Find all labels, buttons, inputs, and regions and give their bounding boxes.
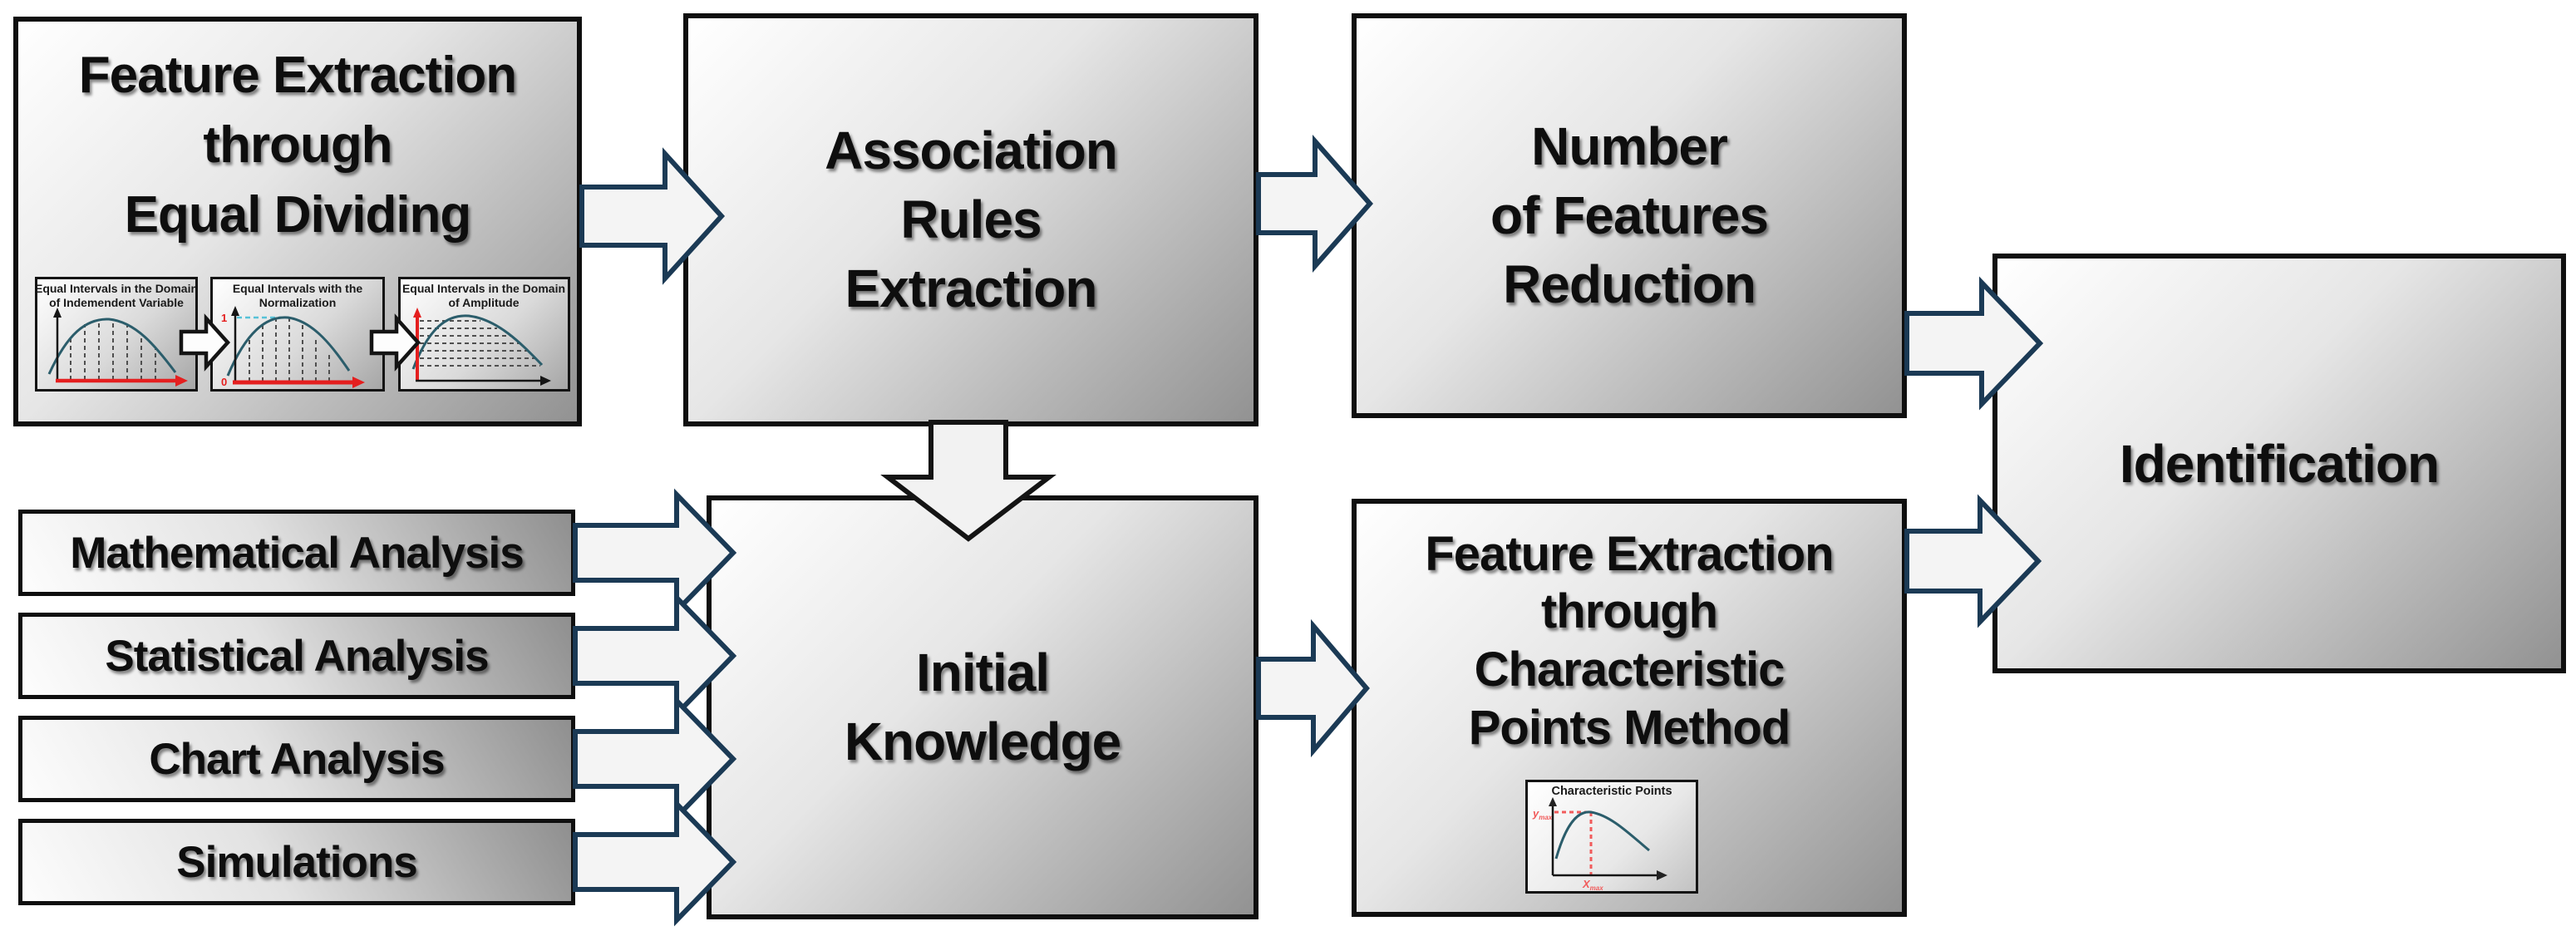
node-simulations (18, 819, 575, 905)
features-reduction-title: Number of Features Reduction (1352, 13, 1907, 418)
y-axis-arrowhead (53, 308, 62, 318)
node-statistical-analysis (18, 613, 575, 699)
x-axis-arrowhead (352, 377, 365, 388)
feature-char-title: Feature Extraction through Characteristi… (1352, 504, 1907, 778)
y-axis-arrowhead (1549, 797, 1557, 806)
title-line: Association (825, 120, 1118, 180)
label-text: Statistical Analysis (105, 631, 489, 681)
mini-chart-equal-intervals-domain: Equal Intervals in the Domain of Indemen… (35, 277, 198, 392)
label-text: Mathematical Analysis (70, 528, 525, 578)
ymax-label: ymax (1532, 807, 1553, 821)
node-association-rules-extraction (683, 13, 1258, 426)
arrow-statistical-to-initial-knowledge (573, 591, 737, 721)
signal-curve (1554, 810, 1650, 860)
y-axis-arrowhead (231, 306, 239, 316)
equal-intervals-domain-chart: Equal Intervals in the Domain of Indemen… (37, 282, 195, 387)
panel-title-line: of Indemendent Variable (49, 296, 184, 309)
arrow-mathematical-to-initial-knowledge (573, 488, 737, 618)
node-mathematical-analysis (18, 510, 575, 596)
node-chart-analysis (18, 716, 575, 802)
panel-title-line: Normalization (259, 296, 337, 309)
arrow-features-reduction-to-identification (1904, 276, 2044, 411)
arrow-association-to-features-reduction (1256, 135, 1373, 273)
feature-equal-title: Feature Extraction through Equal Dividin… (13, 25, 582, 266)
node-number-of-features-reduction (1352, 13, 1907, 418)
title-line: Reduction (1503, 254, 1756, 315)
mini-chart-characteristic-points: Characteristic Points ymax Xmax (1525, 780, 1698, 894)
arrow-initial-knowledge-to-feature-char (1256, 618, 1370, 758)
identification-title: Identification (1992, 254, 2566, 673)
arrow-chart-analysis-to-initial-knowledge (573, 694, 737, 824)
y-axis-one-label: 1 (221, 312, 227, 324)
simulations-label: Simulations (18, 819, 575, 905)
x-axis-arrowhead (175, 375, 188, 387)
title-line: through (1540, 584, 1718, 639)
panel-flow-arrow-2 (369, 313, 421, 372)
title-line: Initial (915, 642, 1050, 702)
title-line: of Features (1490, 185, 1769, 245)
node-identification (1992, 254, 2566, 673)
panel-title-line: Equal Intervals with the (233, 282, 363, 295)
title-line: Knowledge (844, 712, 1121, 771)
title-line: Number (1531, 116, 1728, 176)
arrow-association-to-initial-knowledge (880, 420, 1057, 542)
mathematical-analysis-label: Mathematical Analysis (18, 510, 575, 596)
panel-title: Characteristic Points (1551, 785, 1672, 798)
title-line: Feature Extraction (78, 47, 517, 105)
title-line: Equal Dividing (124, 185, 472, 244)
signal-curve (47, 318, 177, 375)
normalization-chart: Equal Intervals with the Normalization 1… (221, 282, 365, 388)
x-axis-arrowhead (1657, 870, 1667, 880)
title-line: Rules (900, 189, 1042, 249)
arrow-feature-equal-to-association (579, 147, 726, 285)
signal-curve (411, 314, 544, 370)
label-text: Simulations (176, 837, 417, 887)
y-axis-arrowhead (413, 308, 421, 318)
title-line: Characteristic (1474, 643, 1785, 697)
association-title: Association Rules Extraction (683, 13, 1258, 426)
title-line: Extraction (845, 259, 1098, 319)
initial-knowledge-title: Initial Knowledge (707, 495, 1258, 919)
title-line: Identification (2119, 433, 2440, 494)
signal-curve (226, 316, 351, 377)
title-line: through (203, 116, 392, 175)
panel-title-line: of Amplitude (448, 296, 519, 309)
panel-title-line: Equal Intervals in the Domain (37, 282, 195, 295)
x-axis-arrowhead (540, 376, 551, 386)
chart-analysis-label: Chart Analysis (18, 716, 575, 802)
title-line: Feature Extraction (1425, 526, 1834, 581)
mini-chart-amplitude-domain: Equal Intervals in the Domain of Amplitu… (398, 277, 570, 392)
arrow-simulations-to-initial-knowledge (573, 797, 737, 927)
characteristic-points-chart: Characteristic Points ymax Xmax (1532, 785, 1672, 891)
statistical-analysis-label: Statistical Analysis (18, 613, 575, 699)
arrow-feature-char-to-identification (1904, 494, 2042, 628)
title-line: Points Method (1468, 700, 1791, 755)
panel-title-line: Equal Intervals in the Domain (402, 282, 565, 295)
mini-chart-normalization: Equal Intervals with the Normalization 1… (210, 277, 385, 392)
label-text: Chart Analysis (149, 734, 445, 784)
amplitude-domain-chart: Equal Intervals in the Domain of Amplitu… (402, 282, 565, 386)
y-axis-zero-label: 0 (221, 376, 227, 388)
panel-flow-arrow-1 (179, 313, 231, 372)
xmax-label: Xmax (1582, 878, 1603, 891)
